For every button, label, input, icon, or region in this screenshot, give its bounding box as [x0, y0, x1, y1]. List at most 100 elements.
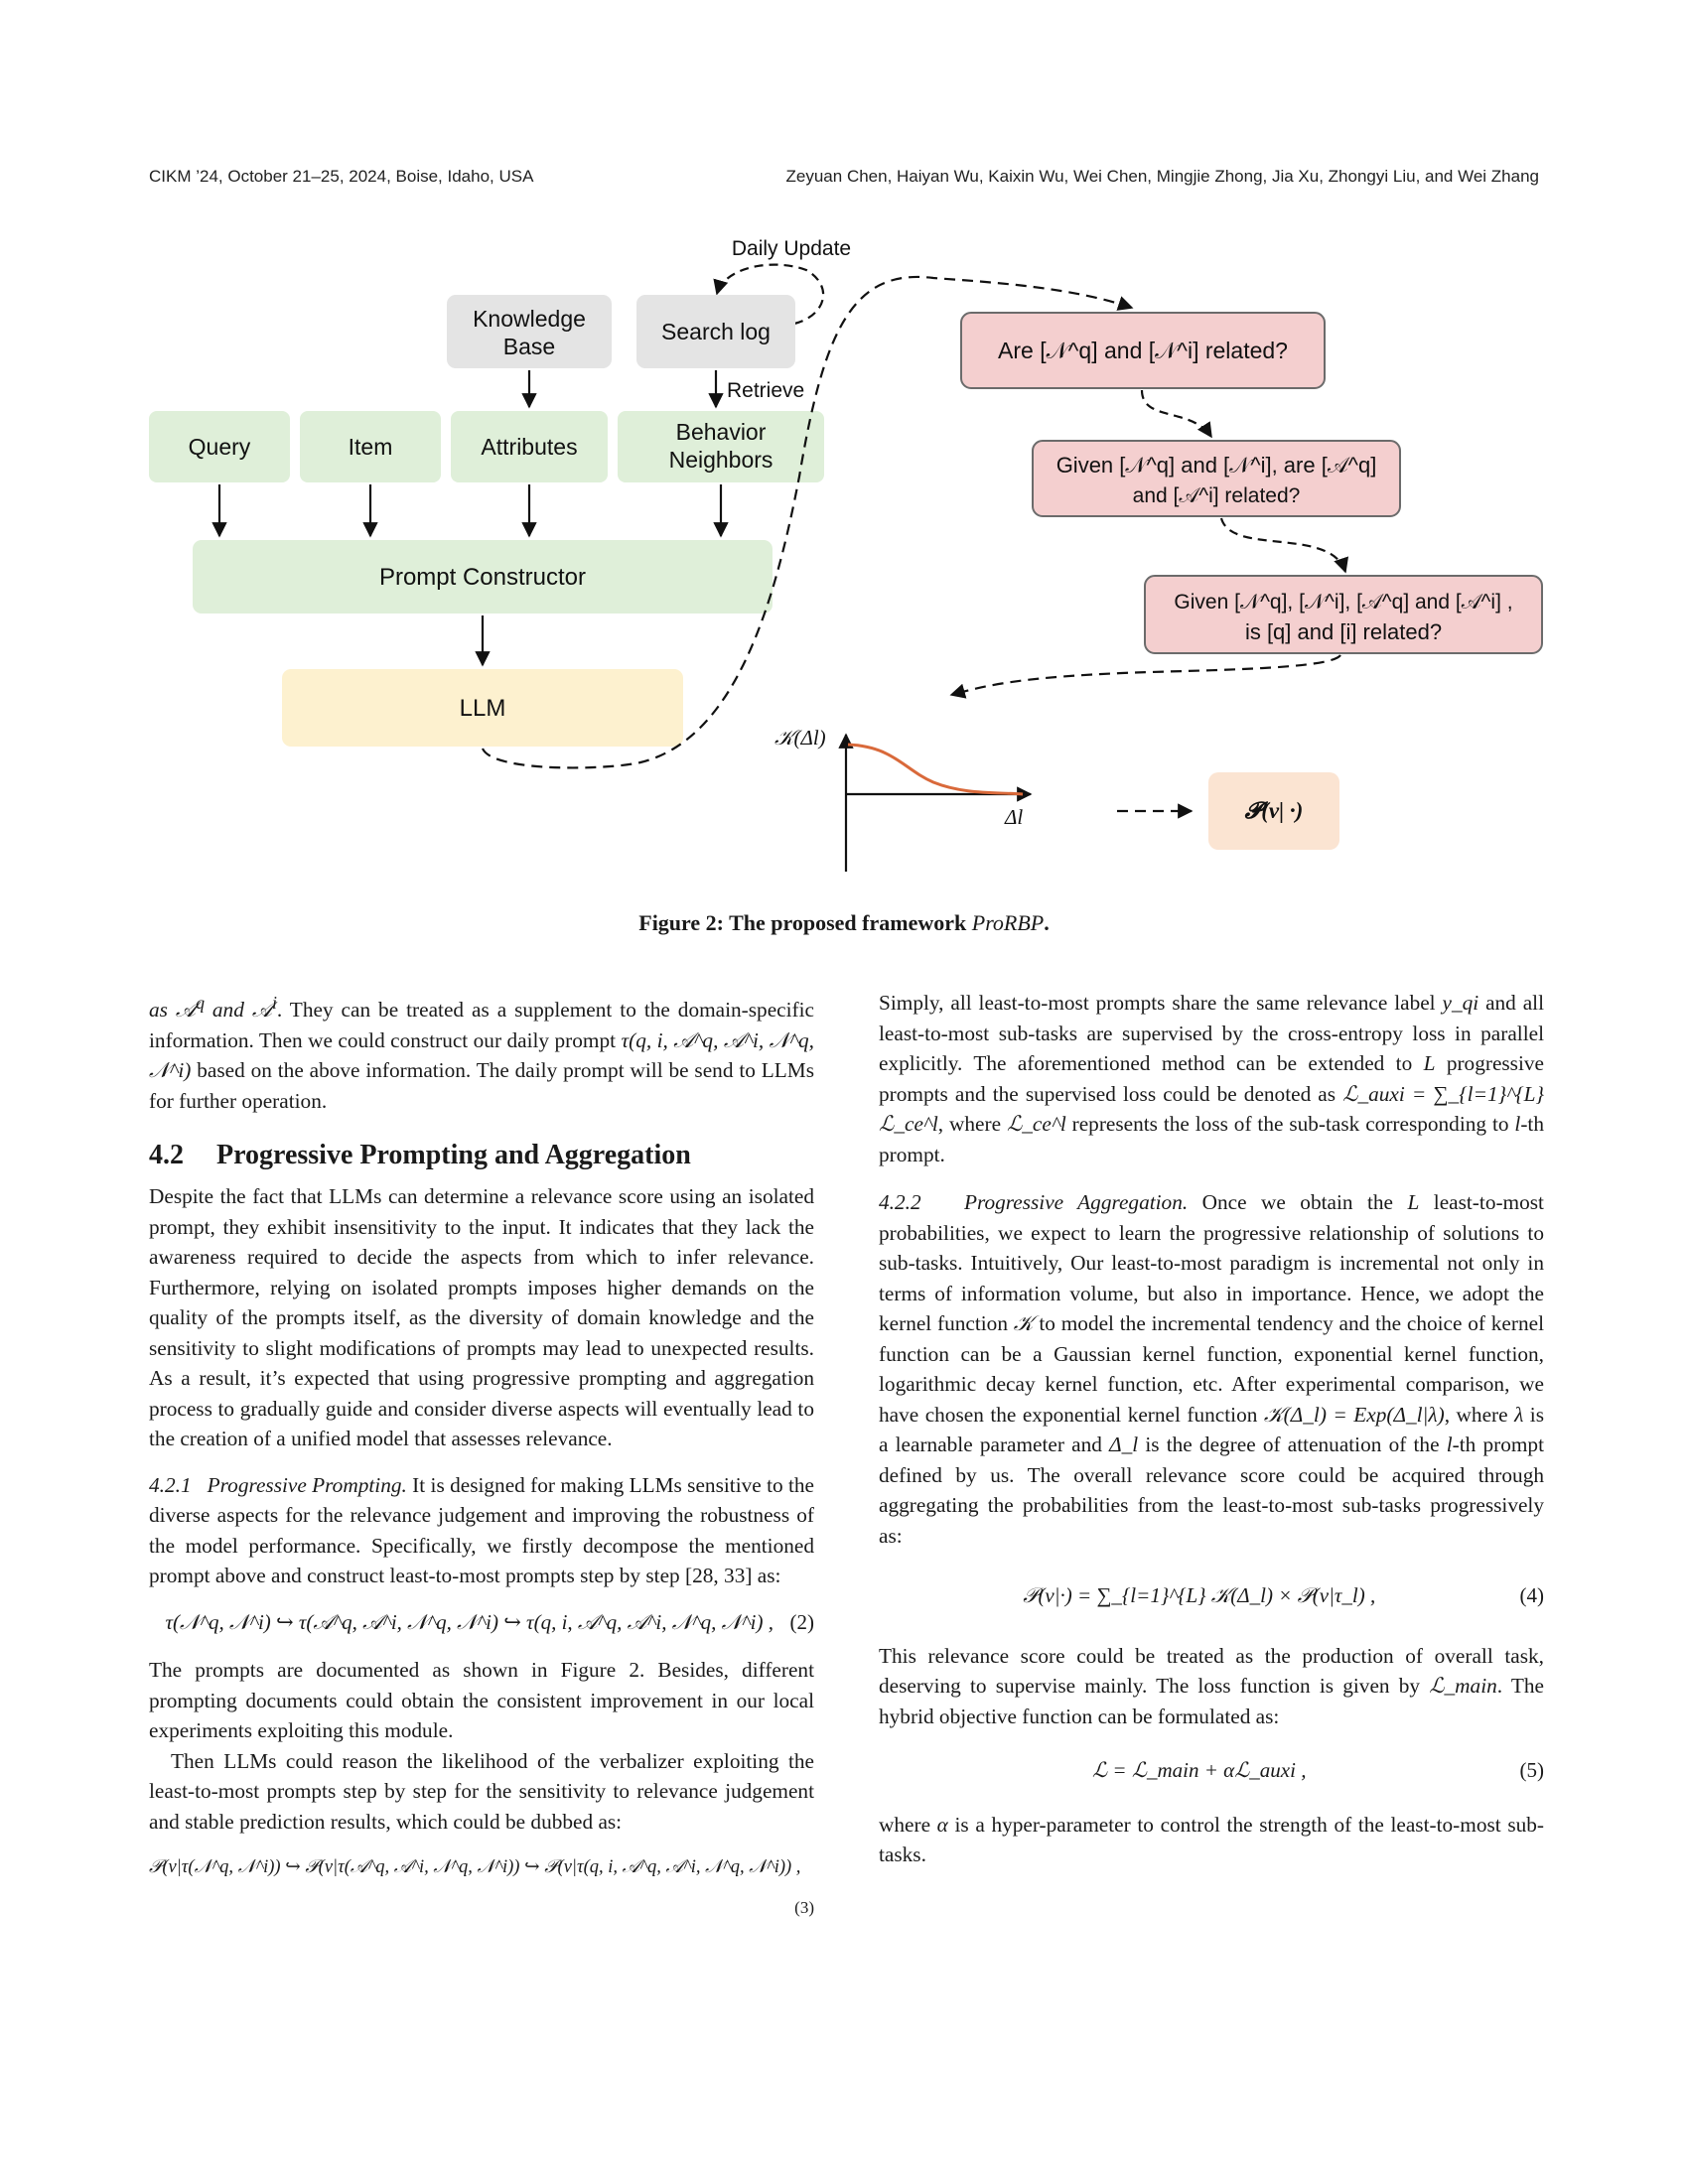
daily-update-label: Daily Update [732, 237, 851, 260]
equation-3-number: (3) [794, 1897, 814, 1917]
inline-math-l: l [1446, 1433, 1453, 1456]
text-run: is the degree of attenuation of the [1138, 1433, 1447, 1456]
prompt-constructor-box [193, 540, 773, 614]
knowledge-base-box [447, 295, 612, 368]
subsection-title: Progressive Aggregation. [963, 1190, 1189, 1214]
kernel-curve [847, 743, 1024, 796]
question-box-1 [960, 312, 1326, 389]
text-run: where [879, 1812, 937, 1837]
text-run: . They can be treated as a supplement to… [149, 998, 814, 1052]
equation-2-number: (2) [789, 1609, 815, 1634]
framework-diagram: Daily Update Knowledge Base Search log R… [149, 237, 1543, 872]
text-run: to model the incremental tendency and th… [879, 1311, 1544, 1427]
behavior-neighbors-line2: Neighbors [669, 447, 774, 473]
subsection-number: 4.2.1 [149, 1472, 192, 1497]
retrieve-label: Retrieve [727, 379, 804, 402]
inline-math-tau: τ(q, i, 𝒜^q, 𝒜^i, 𝒩^q, 𝒩^i) [149, 1027, 815, 1083]
inline-math-l: l [1514, 1112, 1521, 1136]
kernel-y-label: 𝒦(Δl) [774, 726, 826, 750]
attributes-box [451, 411, 608, 482]
search-log-label: Search log [661, 319, 771, 344]
paragraph-left-5: Then LLMs could reason the likelihood of… [149, 1748, 814, 1834]
search-log-box [636, 295, 795, 368]
query-box [149, 411, 290, 482]
equation-3: 𝒫(v|τ(𝒩^q, 𝒩^i)) ↪ 𝒫(v|τ(𝒜^q, 𝒜^i, 𝒩^q, … [149, 1852, 814, 1883]
text-run: Simply, all least-to-most prompts share … [879, 991, 1443, 1015]
behavior-neighbors-box [618, 411, 824, 482]
output-box [1208, 772, 1339, 850]
paragraph-left-4: The prompts are documented as shown in F… [149, 1658, 814, 1743]
caption-name: ProRBP [971, 910, 1045, 935]
text-run: -th prompt defined by us. The overall re… [879, 1433, 1544, 1548]
question-box-3 [1144, 575, 1543, 654]
right-column: Simply, all least-to-most prompts share … [879, 988, 1544, 1870]
inline-math-loss: ℒ_auxi = ∑_{l=1}^{L} ℒ_ce^l [879, 1081, 1544, 1137]
text-run: . The hybrid objective function can be f… [879, 1674, 1544, 1728]
question-3-line1: Given [𝒩^q], [𝒩^i], [𝒜^q] and [𝒜^i] , [1174, 591, 1512, 614]
subsection-title: Progressive Prompting. [207, 1472, 407, 1497]
text-run: represents the loss of the sub-task corr… [1065, 1112, 1515, 1136]
knowledge-base-line1: Knowledge [473, 306, 586, 332]
left-column: as 𝒜q and 𝒜i. They can be treated as a s… [149, 988, 814, 1923]
q3-to-kernel-arrow [949, 654, 1341, 699]
knowledge-base-line2: Base [503, 334, 555, 359]
inline-math-y: y_qi [1442, 991, 1479, 1015]
equation-4-body: 𝒫(v|·) = ∑_{l=1}^{L} 𝒦(Δ_l) × 𝒫(v|τ_l) , [1023, 1583, 1376, 1607]
text-run: is a learnable parameter and [879, 1402, 1544, 1457]
framework-figure: Daily Update Knowledge Base Search log R… [139, 228, 1549, 884]
subsection-number: 4.2.2 [879, 1190, 921, 1214]
section-heading: 4.2 Progressive Prompting and Aggregation [149, 1138, 814, 1173]
running-head-right: Zeyuan Chen, Haiyan Wu, Kaixin Wu, Wei C… [785, 167, 1539, 186]
text-run: This relevance score could be treated as… [879, 1643, 1544, 1699]
equation-2: τ(𝒩^q, 𝒩^i) ↪ τ(𝒜^q, 𝒜^i, 𝒩^q, 𝒩^i) ↪ τ(… [149, 1607, 815, 1638]
inline-math-L: L [1407, 1190, 1420, 1214]
paragraph-right-1: Simply, all least-to-most prompts share … [879, 988, 1544, 1169]
section-number: 4.2 [149, 1140, 184, 1171]
text-run: and all least-to-most sub-tasks are supe… [879, 991, 1544, 1075]
figure-caption: Figure 2: The proposed framework ProRBP. [0, 910, 1688, 936]
llm-label: LLM [460, 695, 506, 722]
llm-to-questions-arrow [481, 275, 1134, 769]
equation-4: 𝒫(v|·) = ∑_{l=1}^{L} 𝒦(Δ_l) × 𝒫(v|τ_l) ,… [879, 1580, 1544, 1611]
inline-math-alpha: α [936, 1812, 948, 1837]
inline-math-L: L [1423, 1051, 1436, 1075]
behavior-neighbors-line1: Behavior [676, 419, 767, 445]
inline-math-lce: ℒ_ce^l [1006, 1112, 1066, 1136]
equation-5: ℒ = ℒ_main + αℒ_auxi , (5) [879, 1755, 1544, 1786]
kernel-x-label: Δl [1004, 805, 1023, 829]
text-run: It is designed for making LLMs sensitive… [149, 1472, 815, 1588]
prompt-constructor-label: Prompt Constructor [379, 564, 586, 591]
equation-2-body: τ(𝒩^q, 𝒩^i) ↪ τ(𝒜^q, 𝒜^i, 𝒩^q, 𝒩^i) ↪ τ(… [165, 1609, 774, 1634]
item-box [300, 411, 441, 482]
running-head-left: CIKM ’24, October 21–25, 2024, Boise, Id… [149, 167, 534, 186]
text-run: , where [1444, 1402, 1515, 1427]
query-label: Query [189, 434, 251, 460]
question-2-line2: and [𝒜^i] related? [1133, 484, 1301, 507]
equation-4-number: (4) [1519, 1583, 1545, 1607]
caption-prefix: Figure 2: The proposed framework [638, 910, 972, 935]
question-3-line2: is [q] and [i] related? [1245, 619, 1442, 644]
text-run: as 𝒜 [149, 998, 197, 1023]
text-run: and 𝒜 [204, 998, 272, 1023]
inline-math-kexp: 𝒦(Δ_l) = Exp(Δ_l|λ) [1263, 1402, 1445, 1427]
text-run: , where [937, 1112, 1007, 1136]
question-box-2 [1032, 440, 1401, 517]
paragraph-left-1: as 𝒜q and 𝒜i. They can be treated as a s… [149, 993, 815, 1113]
equation-5-body: ℒ = ℒ_main + αℒ_auxi , [1092, 1758, 1307, 1782]
paragraph-right-4: where α is a hyper-parameter to control … [879, 1810, 1544, 1870]
equation-5-number: (5) [1519, 1758, 1545, 1782]
inline-math-delta: Δ_l [1109, 1433, 1139, 1456]
q1-to-q2-arrow [1140, 389, 1212, 439]
paragraph-left-2: Despite the fact that LLMs can determine… [149, 1184, 814, 1451]
daily-update-arrow [713, 263, 825, 326]
item-label: Item [349, 434, 393, 460]
paragraph-left-3: 4.2.1 Progressive Prompting. It is desig… [149, 1470, 814, 1591]
text-run: progressive prompts and the supervised l… [879, 1051, 1544, 1106]
text-run: is a hyper-parameter to control the stre… [879, 1812, 1544, 1867]
inline-math-K: 𝒦 [1013, 1311, 1034, 1335]
inline-math-main: ℒ_main [1429, 1674, 1497, 1698]
inline-math-lambda: λ [1514, 1402, 1524, 1427]
paragraph-right-2: 4.2.2 Progressive Aggregation. Once we o… [879, 1187, 1544, 1551]
question-1-text: Are [𝒩^q] and [𝒩^i] related? [998, 338, 1288, 363]
section-title: Progressive Prompting and Aggregation [216, 1140, 691, 1171]
